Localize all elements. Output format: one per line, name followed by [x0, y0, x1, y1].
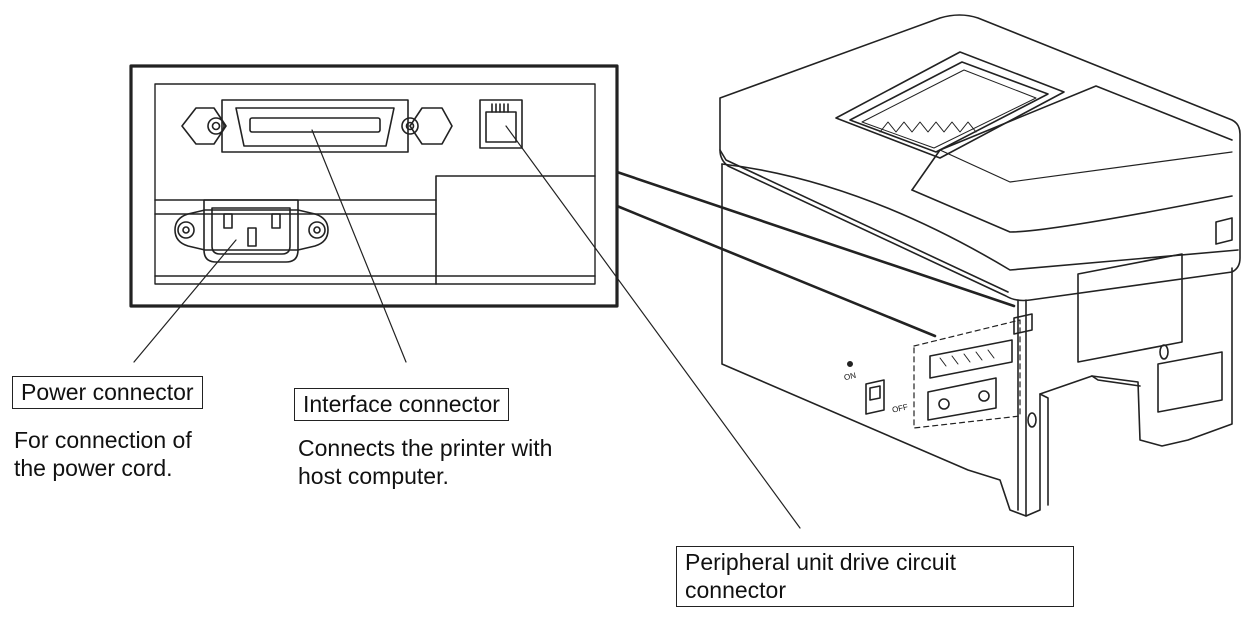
peripheral-connector-label: Peripheral unit drive circuit connector — [676, 546, 1074, 607]
power-connector-description: For connection of the power cord. — [14, 427, 192, 481]
interface-connector-description: Connects the printer with host computer. — [298, 435, 553, 489]
interface-connector-label: Interface connector — [294, 388, 509, 421]
detail-panel — [129, 64, 619, 308]
interface-connector-drawing — [181, 99, 453, 153]
power-connector-label: Power connector — [12, 376, 203, 409]
zoom-lines — [615, 170, 1016, 338]
leader-lines — [133, 125, 801, 529]
peripheral-connector-drawing — [479, 99, 523, 149]
power-connector-drawing — [174, 199, 329, 263]
printer-body — [719, 14, 1241, 517]
